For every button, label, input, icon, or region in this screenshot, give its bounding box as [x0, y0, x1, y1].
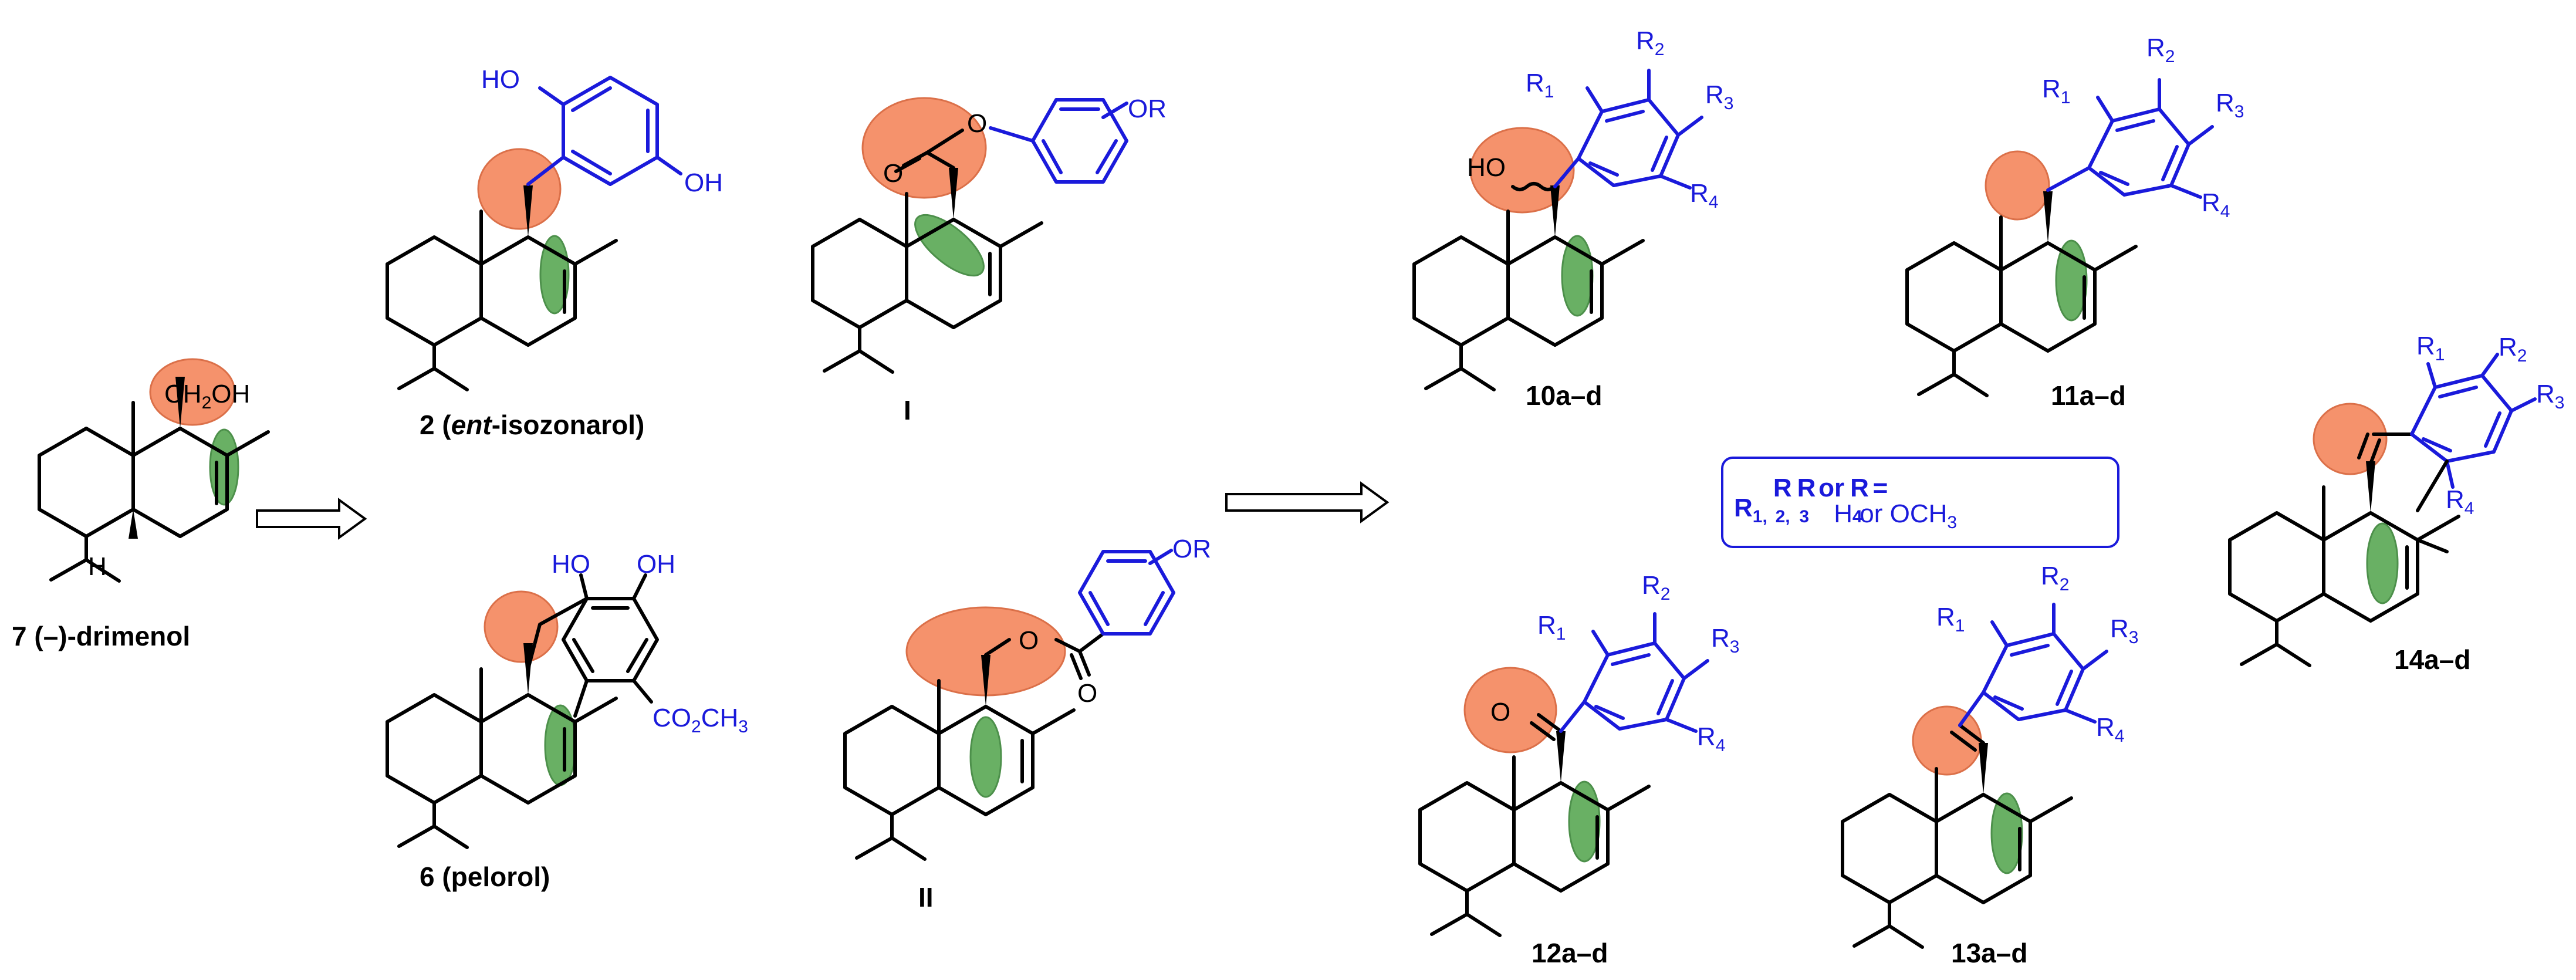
r3-label: R3	[2110, 614, 2138, 647]
ester-oxygen: O	[967, 109, 987, 138]
aryl-ring	[1583, 612, 1709, 733]
r4-label: R4	[2096, 713, 2124, 746]
aryl-ring	[989, 98, 1128, 184]
r1-label: R1	[2416, 332, 2445, 364]
compound-I: O O OR I	[813, 94, 1167, 425]
aryl-ring	[1982, 603, 2108, 724]
r3-label: R3	[1705, 80, 1733, 113]
r3-label: R3	[1711, 624, 1739, 657]
hydroxyl-2: OH	[637, 550, 675, 579]
r2-label: R2	[1642, 571, 1670, 604]
r2-label: R2	[2499, 333, 2527, 366]
green-highlight	[969, 716, 1002, 798]
retrosynthesis-arrow-1	[256, 498, 367, 540]
retrosynthesis-arrow-2	[1225, 481, 1390, 523]
green-highlight	[914, 214, 985, 277]
compound-2-ent-isozonarol: HO OH 2 (ent-isozonarol)	[387, 65, 723, 440]
aryl-ring	[2087, 78, 2214, 199]
r4-label: R4	[2446, 485, 2474, 518]
r4-label: R4	[1697, 722, 1725, 755]
r1-label: R1	[1526, 69, 1554, 102]
compound-I-label: I	[904, 395, 911, 425]
orange-highlight	[149, 358, 236, 426]
r1-label: R1	[1936, 603, 1965, 636]
compound-11-label: 11a–d	[2051, 380, 2126, 411]
hydroquinone-ring	[526, 76, 682, 186]
aryl-ring	[1078, 549, 1175, 636]
compound-14a-d: R1 R2 R3 R4 14a–d	[2230, 332, 2564, 675]
carbonyl-oxygen: O	[1490, 698, 1510, 726]
green-highlight	[1568, 780, 1601, 863]
compound-II-label: II	[918, 882, 934, 913]
compound-7-label: 7 (–)-drimenol	[12, 621, 190, 651]
compound-10a-d: HO R1 R2 R3 R4 10a–d	[1414, 26, 1733, 411]
compound-6-label: 6 (pelorol)	[420, 861, 550, 892]
aryl-ring	[1577, 69, 1703, 190]
compound-10-label: 10a–d	[1526, 380, 1602, 411]
r2-label: R2	[2041, 562, 2069, 594]
compound-12-label: 12a–d	[1532, 938, 1608, 968]
h-atom: H	[88, 552, 107, 581]
methyl-ester-group: CO2CH3	[653, 704, 748, 736]
green-highlight	[209, 428, 239, 506]
pelorol-aromatic-ring	[526, 573, 659, 718]
hydroxyl-2: OH	[684, 168, 723, 197]
ester-oxygen: O	[1019, 626, 1039, 655]
aryl-ring	[2410, 353, 2537, 489]
green-highlight	[2055, 239, 2088, 322]
r3-label: R3	[2216, 89, 2244, 121]
compound-2-label: 2 (ent-isozonarol)	[420, 410, 644, 440]
aryl-or: OR	[1128, 94, 1167, 123]
r1-label: R1	[2042, 75, 2070, 107]
wavy-bond	[1511, 182, 1557, 191]
orange-highlight	[1463, 667, 1557, 753]
compound-13-label: 13a–d	[1951, 938, 2027, 968]
orange-highlight	[484, 590, 559, 663]
r4-label: R4	[1690, 179, 1718, 212]
compound-12a-d: O R1 R2 R3 R4 12a–d	[1420, 571, 1739, 968]
green-highlight	[1990, 792, 2023, 874]
hydroxyl: HO	[1467, 153, 1506, 182]
compound-6-pelorol: HO OH CO2CH3 6 (pelorol)	[387, 550, 748, 892]
orange-highlight	[1912, 705, 1982, 776]
green-highlight	[544, 704, 577, 786]
orange-highlight	[2313, 403, 2388, 475]
r4-label: R4	[2202, 188, 2230, 221]
aryl-or: OR	[1172, 535, 1211, 563]
carbonyl-oxygen: O	[1077, 679, 1097, 708]
compound-14-label: 14a–d	[2394, 644, 2470, 675]
compound-7-drimenol: CH2OH H 7 (–)-drimenol	[12, 358, 268, 651]
hydroxyl-1: HO	[552, 550, 590, 579]
r2-label: R2	[2146, 33, 2175, 66]
carbonyl-oxygen: O	[883, 159, 903, 188]
r3-label: R3	[2536, 380, 2564, 413]
r1-label: R1	[1537, 611, 1566, 644]
hydroxyl-1: HO	[481, 65, 520, 94]
orange-highlight	[477, 148, 562, 230]
orange-highlight	[1985, 150, 2050, 221]
compound-13a-d: R1 R2 R3 R4 13a–d	[1843, 562, 2138, 968]
compound-11a-d: R1 R2 R3 R4 11a–d	[1907, 33, 2244, 411]
compound-II: O O OR II	[845, 535, 1211, 913]
r2-label: R2	[1636, 26, 1664, 59]
green-highlight	[2366, 522, 2399, 604]
ch2oh-group: CH2OH	[164, 380, 250, 413]
